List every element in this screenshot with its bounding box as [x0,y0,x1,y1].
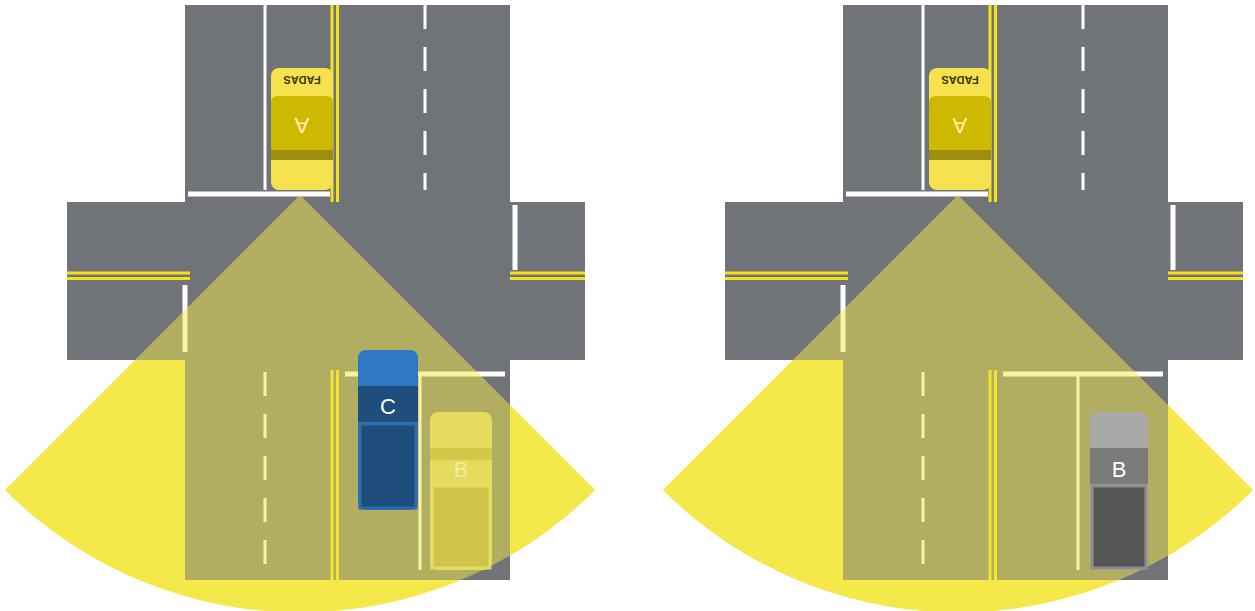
right-scene [663,5,1253,611]
vehicle-b [1090,412,1148,570]
vehicle-letter: A [929,113,991,137]
vehicle-letter: C [358,395,418,419]
vehicle-c: C [358,350,418,510]
vehicle-c [358,350,418,510]
system-label: FADAS [271,74,333,86]
vehicle-b: B [430,412,492,570]
left-scene [5,5,595,611]
vehicle-letter: B [430,458,492,482]
vehicle-letter: A [271,113,333,137]
vehicle-a: FADAS A [271,68,333,190]
vehicle-b: B [1090,412,1148,570]
vehicle-a: FADAS A [929,68,991,190]
system-label: FADAS [929,74,991,86]
vehicle-letter: B [1090,458,1148,482]
